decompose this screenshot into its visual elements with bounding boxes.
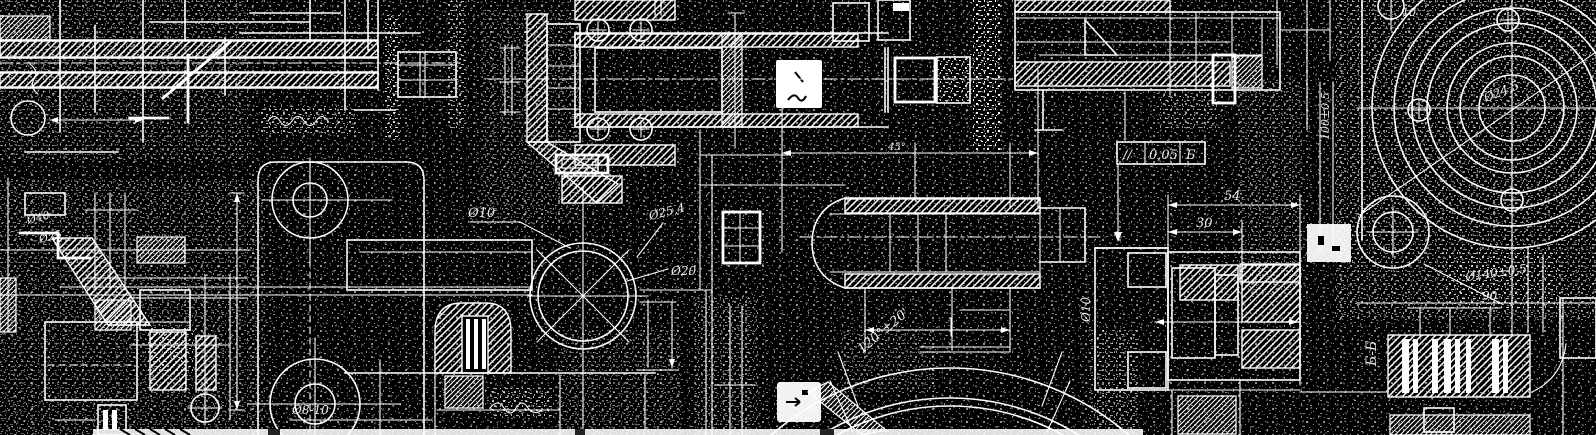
spline-section-view: Б-Б	[1364, 297, 1596, 435]
dim-label-54: 54	[1224, 189, 1241, 204]
illegible-notes-squiggle	[29, 63, 329, 127]
bolt-holes	[586, 18, 653, 141]
threaded-shaft-drawing	[0, 0, 461, 153]
dim-label-dia8-10: Ø8-10	[291, 403, 329, 417]
dim-label-dia20: Ø20	[670, 264, 696, 278]
section-label: Б-Б	[1364, 341, 1380, 367]
overexposed-patch	[1307, 224, 1351, 262]
spindle-assembly-drawing	[487, 0, 1063, 204]
illegible-note-squiggle	[489, 402, 543, 414]
dim-label-90: 90	[1482, 289, 1498, 303]
tolerance-frame: // 0,05 Б	[1114, 141, 1206, 242]
upper-housing-drawing	[1014, 0, 1331, 141]
dim-label-30: 30	[1196, 216, 1213, 231]
dim-label-100: 100±0,5	[1319, 92, 1332, 140]
bottom-left-assembly	[0, 177, 251, 435]
flange-bolt-holes	[1407, 8, 1524, 212]
bottom-white-band	[93, 428, 1143, 435]
handwheel-circle: Ø10 Ø25,4 Ø20	[467, 186, 696, 435]
dim-label-10: 10	[1402, 6, 1416, 19]
dim-label-dia40: Ø40	[25, 209, 51, 227]
dim-label-45deg: 45°	[887, 142, 906, 153]
stepped-block-drawing: 54 30 Ø10	[1079, 189, 1389, 435]
tolerance-datum: Б	[1185, 148, 1196, 163]
dim-label-dia10-vert: Ø10	[1079, 297, 1093, 323]
tolerance-value: 0,05	[1149, 148, 1178, 163]
tolerance-symbol: //	[1121, 148, 1133, 163]
boss-detail	[344, 302, 656, 435]
dim-label-dia10: Ø10	[467, 206, 495, 221]
spline-slots	[1402, 339, 1508, 393]
overexposed-patch	[776, 60, 822, 108]
